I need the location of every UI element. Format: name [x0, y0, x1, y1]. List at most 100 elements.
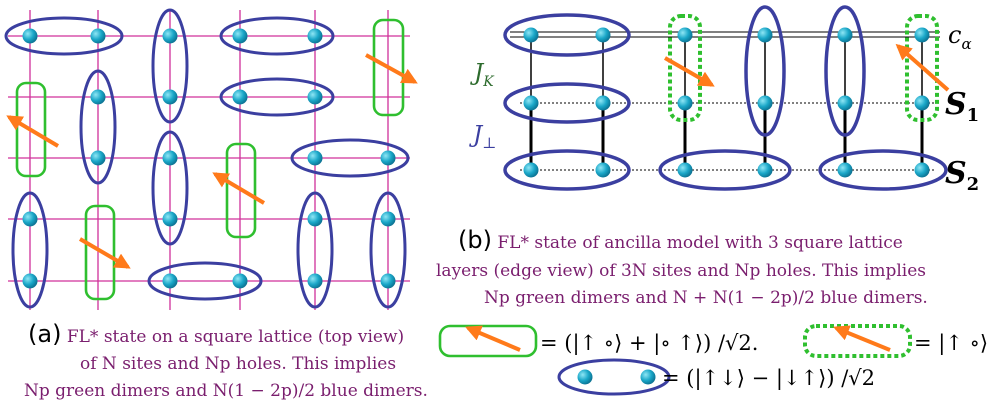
- legend-green-eq: = (|↑ ∘⟩ + |∘ ↑⟩) /√2.: [540, 331, 758, 356]
- legend-spin-arrow: [465, 325, 521, 352]
- blue-dimers-a: [4, 8, 410, 309]
- green-dotted-dimers-b: [668, 14, 939, 122]
- site: [677, 27, 693, 43]
- green-dimer: [84, 204, 116, 301]
- legend-site: [640, 369, 656, 385]
- panel-a-letter: (a): [28, 320, 61, 348]
- site: [22, 28, 38, 44]
- legend-dotted-eq: = |↑ ∘⟩: [914, 331, 988, 356]
- site: [307, 150, 323, 166]
- jk-bonds: [530, 34, 923, 103]
- caption-a-line-1: FL* state on a square lattice (top view): [61, 327, 404, 347]
- site: [914, 27, 930, 43]
- spin-arrow: [365, 53, 418, 84]
- sites-a: [22, 28, 396, 289]
- site: [232, 89, 248, 105]
- blue-dimer: [151, 8, 189, 124]
- label-s2: S2: [945, 156, 979, 195]
- site: [677, 95, 693, 111]
- blue-dimer: [290, 138, 410, 178]
- label-c-alpha: cα: [948, 21, 972, 53]
- site: [380, 273, 396, 289]
- legend-spin-arrow: [833, 325, 891, 352]
- svg-text:(b) FL* state of ancilla model: (b) FL* state of ancilla model with 3 sq…: [458, 226, 903, 254]
- site: [595, 95, 611, 111]
- spin-arrow: [6, 115, 60, 148]
- spin-arrows-a: [6, 53, 418, 269]
- jperp-bonds: [529, 103, 924, 170]
- site: [232, 273, 248, 289]
- blue-dimer: [147, 261, 263, 301]
- blue-dimer: [369, 191, 407, 309]
- site: [914, 95, 930, 111]
- site: [90, 89, 106, 105]
- caption-b: (b) FL* state of ancilla model with 3 sq…: [436, 226, 928, 308]
- site: [307, 211, 323, 227]
- svg-text:(a) FL* state on a square latt: (a) FL* state on a square lattice (top v…: [28, 320, 404, 348]
- green-dotted-dimer: [668, 14, 702, 122]
- lattice-grid: [8, 10, 410, 310]
- label-jperp: J⊥: [469, 122, 496, 152]
- legend-blue-eq: = (|↑↓⟩ − |↓↑⟩) /√2: [662, 366, 875, 391]
- site: [380, 211, 396, 227]
- caption-b-line-1: FL* state of ancilla model with 3 square…: [492, 233, 903, 253]
- caption-a-line-3: Np green dimers and N(1 − 2p)/2 blue dim…: [24, 381, 428, 401]
- panel-a-lattice: [4, 8, 418, 310]
- blue-dimer: [11, 191, 49, 309]
- legend-green-dotted-dimer: [803, 324, 912, 358]
- site: [837, 162, 853, 178]
- site: [162, 28, 178, 44]
- site: [757, 162, 773, 178]
- site: [232, 28, 248, 44]
- green-dotted-dimer: [905, 14, 939, 122]
- site: [380, 150, 396, 166]
- green-dimer: [225, 142, 257, 239]
- legend-green-dimer: [438, 324, 538, 358]
- blue-dimer: [79, 69, 117, 185]
- site: [90, 28, 106, 44]
- blue-dimer: [744, 5, 786, 137]
- legend-blue-dimer: [557, 358, 671, 396]
- blue-dimer: [151, 130, 189, 246]
- blue-dimer: [503, 82, 631, 124]
- site: [757, 95, 773, 111]
- label-s1: S1: [945, 87, 979, 126]
- site: [523, 95, 539, 111]
- site: [307, 28, 323, 44]
- blue-dimer: [818, 149, 948, 191]
- site: [595, 27, 611, 43]
- site: [162, 273, 178, 289]
- site: [523, 27, 539, 43]
- blue-dimer: [219, 77, 335, 117]
- site: [677, 162, 693, 178]
- caption-a-line-2: of N sites and Np holes. This implies: [80, 354, 396, 374]
- spin-arrow: [664, 56, 715, 87]
- site: [90, 150, 106, 166]
- caption-a: (a) FL* state on a square lattice (top v…: [24, 320, 428, 401]
- panel-b-layers: cα JK J⊥ S1 S2: [469, 5, 979, 195]
- legend-site: [577, 369, 593, 385]
- c-layer-lines: [510, 31, 940, 38]
- site: [307, 273, 323, 289]
- green-dimers-a: [15, 18, 405, 301]
- site: [162, 89, 178, 105]
- spin-arrow: [212, 172, 266, 205]
- blue-dimer: [658, 149, 792, 191]
- blue-dimer: [824, 5, 866, 137]
- blue-dimers-b: [503, 5, 948, 191]
- s-layer-lines: [520, 102, 935, 171]
- blue-dimer: [4, 16, 124, 56]
- legend: = (|↑ ∘⟩ + |∘ ↑⟩) /√2. = |↑ ∘⟩ = (|↑↓⟩ −…: [438, 324, 988, 396]
- site: [595, 162, 611, 178]
- site: [757, 27, 773, 43]
- blue-dimer: [296, 191, 334, 309]
- label-jk: JK: [470, 60, 495, 90]
- site: [837, 95, 853, 111]
- caption-b-line-3: Np green dimers and N + N(1 − 2p)/2 blue…: [484, 288, 928, 308]
- panel-b-letter: (b): [458, 226, 492, 254]
- site: [837, 27, 853, 43]
- blue-dimer: [503, 149, 631, 191]
- site: [162, 211, 178, 227]
- blue-dimer: [219, 16, 335, 56]
